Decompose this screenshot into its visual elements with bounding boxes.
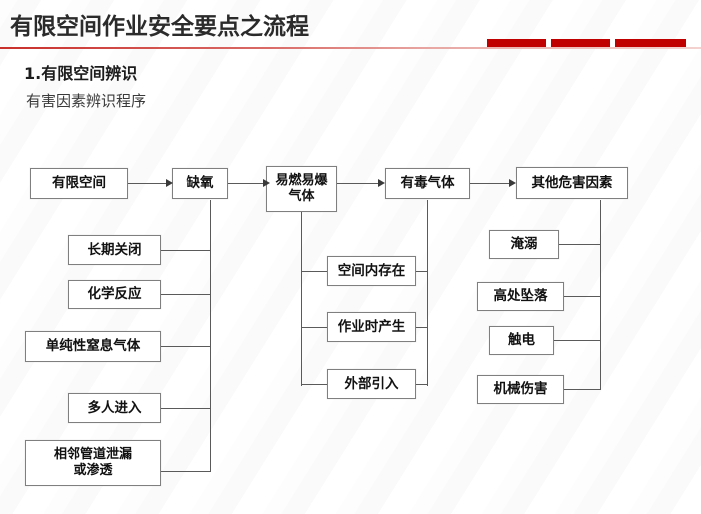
branch-right-external-introduction (416, 384, 428, 386)
arrow-toxic-to-other (509, 179, 516, 187)
connector-confined-to-oxygen (128, 183, 168, 185)
section-subheading: 有害因素辨识程序 (26, 92, 147, 110)
node-confined-space[interactable]: 有限空间 (30, 168, 128, 199)
branch-simple-asphyxiant-gas (161, 346, 211, 348)
node-adjacent-pipe-leak[interactable]: 相邻管道泄漏 或渗透 (25, 440, 161, 486)
header-accent-bar-2 (551, 39, 610, 48)
branch-right-existing-in-space (416, 271, 428, 273)
branch-drowning (559, 244, 601, 246)
branch-adjacent-pipe-leak (161, 471, 211, 473)
header-accent-bar-1 (487, 39, 546, 48)
branch-long-term-closure (161, 250, 211, 252)
node-electric-shock[interactable]: 触电 (489, 326, 554, 355)
node-existing-in-space[interactable]: 空间内存在 (327, 256, 416, 286)
header-accent-bar-3 (615, 39, 686, 48)
slide-header: 有限空间作业安全要点之流程 (0, 0, 701, 52)
node-generated-during-work[interactable]: 作业时产生 (327, 312, 416, 342)
arrow-confined-to-oxygen (166, 179, 173, 187)
node-fall-from-height[interactable]: 高处坠落 (477, 282, 564, 311)
node-flammable-explosive-gas[interactable]: 易燃易爆 气体 (266, 166, 337, 212)
node-simple-asphyxiant-gas[interactable]: 单纯性窒息气体 (25, 331, 161, 362)
connector-oxygen-to-flammable (228, 183, 266, 185)
node-multiple-people-entry[interactable]: 多人进入 (68, 393, 161, 423)
node-long-term-closure[interactable]: 长期关闭 (68, 235, 161, 265)
node-chemical-reaction[interactable]: 化学反应 (68, 280, 161, 309)
branch-chemical-reaction (161, 294, 211, 296)
page-title: 有限空间作业安全要点之流程 (10, 14, 309, 40)
spine-other-hazard-factors (600, 200, 602, 390)
node-toxic-gas[interactable]: 有毒气体 (385, 168, 470, 199)
spine-flammable-explosive-gas (301, 212, 303, 386)
arrow-oxygen-to-flammable (263, 179, 270, 187)
branch-left-external-introduction (301, 384, 327, 386)
header-divider (0, 47, 701, 49)
node-mechanical-injury[interactable]: 机械伤害 (477, 375, 564, 404)
connector-toxic-to-other (470, 183, 512, 185)
node-oxygen-deficiency[interactable]: 缺氧 (172, 168, 228, 199)
branch-electric-shock (554, 340, 601, 342)
branch-left-existing-in-space (301, 271, 327, 273)
arrow-flammable-to-toxic (378, 179, 385, 187)
branch-multiple-people-entry (161, 408, 211, 410)
section-heading: 1.有限空间辨识 (24, 64, 138, 83)
spine-toxic-gas (427, 200, 429, 386)
node-other-hazard-factors[interactable]: 其他危害因素 (516, 167, 628, 199)
node-external-introduction[interactable]: 外部引入 (327, 369, 416, 399)
branch-left-generated-during-work (301, 327, 327, 329)
branch-right-generated-during-work (416, 327, 428, 329)
node-drowning[interactable]: 淹溺 (489, 230, 559, 259)
spine-oxygen-deficiency (210, 200, 212, 472)
connector-flammable-to-toxic (337, 183, 381, 185)
branch-fall-from-height (564, 296, 601, 298)
branch-mechanical-injury (564, 389, 601, 391)
